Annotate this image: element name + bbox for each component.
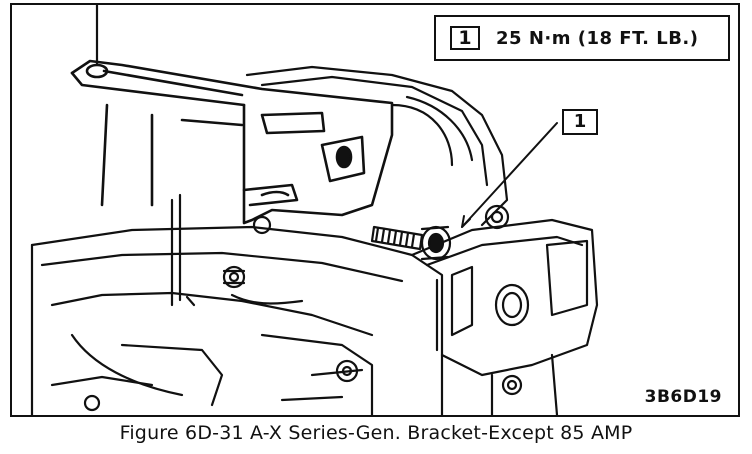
callout-leader-line xyxy=(461,122,558,228)
mounting-bolt-drawing xyxy=(370,225,452,261)
generator-bracket-drawing xyxy=(70,59,394,225)
figure-frame: 1 25 N·m (18 FT. LB.) 1 3B6D19 xyxy=(10,3,740,417)
figure-caption: Figure 6D-31 A-X Series-Gen. Bracket-Exc… xyxy=(119,422,633,444)
figure-id-label: 3B6D19 xyxy=(644,387,722,407)
cylinder-head-drawing xyxy=(410,218,599,415)
engine-cover-drawing xyxy=(245,65,509,227)
torque-spec-text: 25 N·m (18 FT. LB.) xyxy=(496,27,699,49)
block-bolts-drawing xyxy=(83,204,510,412)
legend-number-box: 1 xyxy=(450,26,480,50)
bolt-callout-number: 1 xyxy=(562,109,598,135)
torque-legend-box: 1 25 N·m (18 FT. LB.) xyxy=(434,15,730,61)
engine-bracket-illustration xyxy=(30,5,599,415)
engine-block-drawing xyxy=(30,225,444,415)
